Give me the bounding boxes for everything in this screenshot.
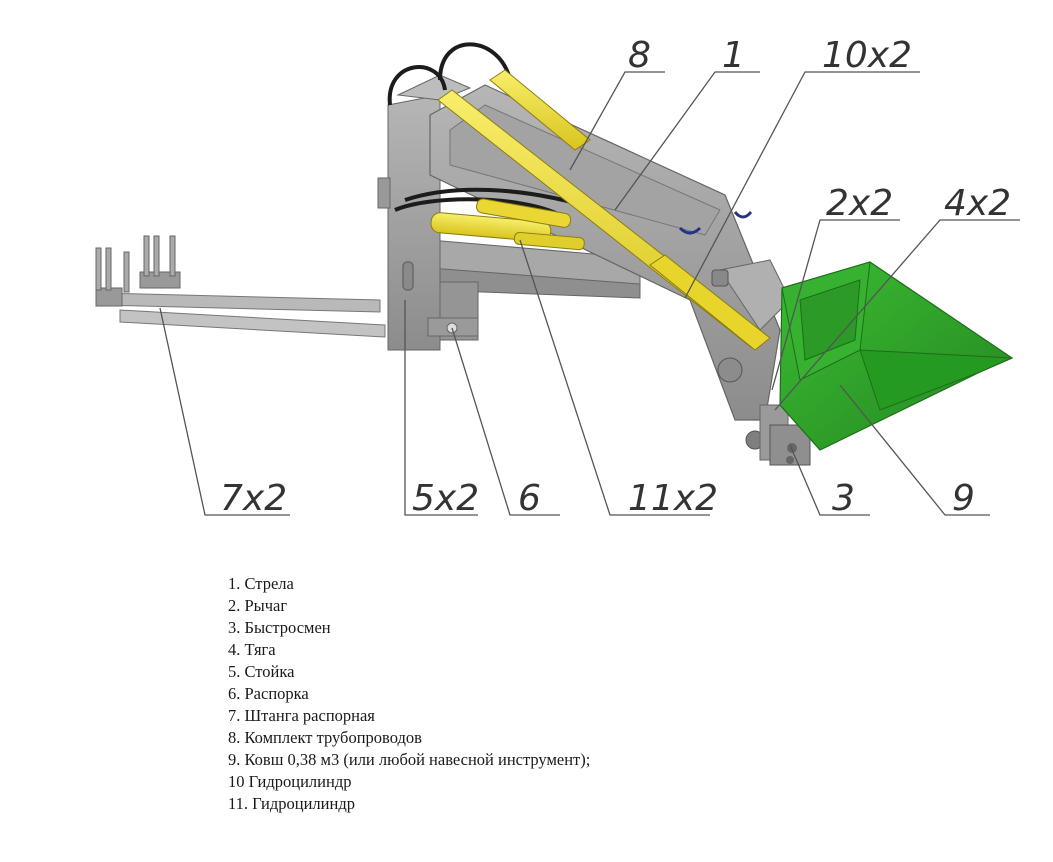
callout-10: 10x2 [822, 35, 912, 76]
callout-1: 1 [722, 35, 745, 76]
legend-item: 5. Стойка [228, 662, 295, 681]
legend-item: 10 Гидроцилиндр [228, 772, 352, 791]
spacer-rods [95, 235, 386, 338]
front-loader-diagram: 8 1 10x2 2x2 4x2 7x2 5x2 6 11x2 3 9 [95, 35, 1020, 519]
legend-item: 1. Стрела [228, 574, 294, 593]
legend-item: 8. Комплект трубопроводов [228, 728, 422, 747]
legend-item: 9. Ковш 0,38 м3 (или любой навесной инст… [228, 750, 591, 769]
bucket-cylinders [430, 198, 585, 251]
callout-9: 9 [952, 478, 975, 519]
spreader [427, 317, 479, 337]
callout-3: 3 [832, 478, 855, 519]
callout-6: 6 [518, 478, 541, 519]
callout-7: 7x2 [220, 478, 287, 519]
legend-item: 11. Гидроцилиндр [228, 794, 355, 813]
bucket [779, 261, 1014, 451]
upright-post [377, 74, 472, 351]
parts-legend: 1. Стрела 2. Рычаг 3. Быстросмен 4. Тяга… [228, 573, 590, 815]
legend-item: 4. Тяга [228, 640, 276, 659]
lift-cylinders [437, 69, 771, 351]
callout-11: 11x2 [628, 478, 718, 519]
callout-4: 4x2 [944, 183, 1011, 224]
callout-5: 5x2 [412, 478, 479, 519]
legend-item: 3. Быстросмен [228, 618, 331, 637]
legend-item: 2. Рычаг [228, 596, 288, 615]
legend-item: 7. Штанга распорная [228, 706, 375, 725]
leader-lines [159, 71, 1020, 516]
hose-clamps [678, 211, 753, 235]
callout-2: 2x2 [826, 183, 893, 224]
callout-8: 8 [628, 35, 651, 76]
legend-item: 6. Распорка [228, 684, 309, 703]
